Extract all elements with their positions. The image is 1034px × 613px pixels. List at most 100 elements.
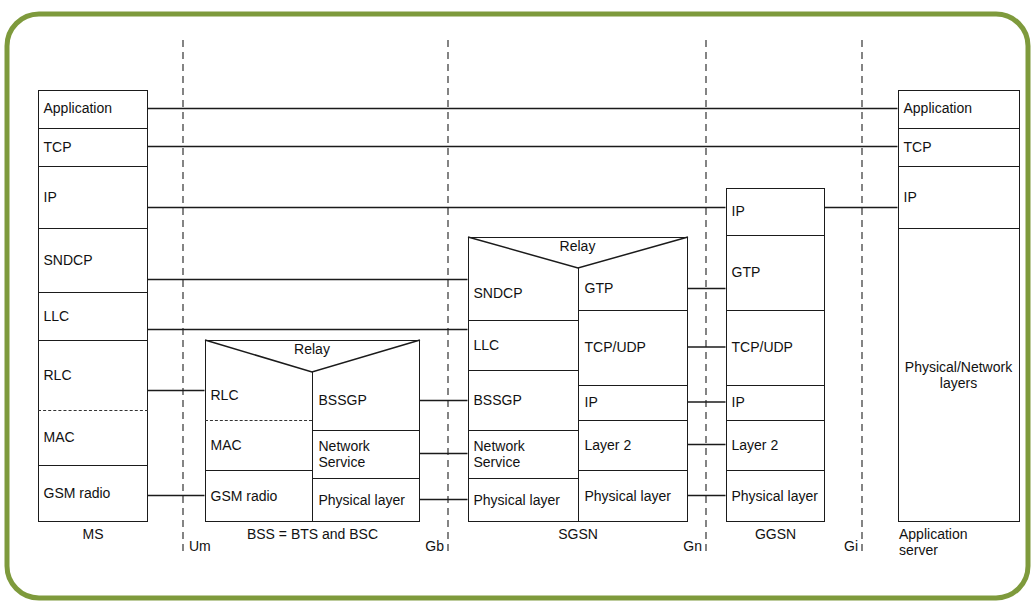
layer-label: MAC: [211, 437, 242, 453]
protocol-layer: Physical layer: [468, 478, 578, 522]
protocol-link: [688, 346, 726, 348]
column-label-box: GGSN: [755, 526, 796, 542]
protocol-layer: GTP: [578, 268, 688, 310]
protocol-layer: Layer 2: [578, 420, 688, 470]
protocol-layer: Physical/Network layers: [898, 228, 1020, 522]
layer-label: SNDCP: [44, 252, 93, 268]
protocol-layer: GSM radio: [205, 470, 312, 522]
interface-label-box: Gn: [683, 538, 702, 554]
protocol-layer: LLC: [468, 320, 578, 370]
layer-label: GSM radio: [211, 488, 278, 504]
protocol-link: [148, 495, 205, 497]
interface-divider: [447, 40, 448, 552]
layer-label: Network Service: [319, 438, 414, 470]
interface-label: Gi: [844, 538, 858, 554]
layer-label: TCP: [904, 139, 932, 155]
layer-label: Application: [44, 100, 113, 116]
interface-label-box: Um: [189, 538, 211, 554]
layer-label: TCP/UDP: [732, 339, 793, 355]
relay-band: Relay: [468, 237, 688, 268]
layer-label: LLC: [44, 308, 70, 324]
interface-label-box: Gi: [844, 538, 858, 554]
layer-label: LLC: [474, 337, 500, 353]
protocol-layer: Network Service: [468, 430, 578, 478]
relay-v-line: [205, 340, 420, 372]
relay-label: Relay: [468, 237, 688, 254]
protocol-layer: Application: [38, 90, 148, 128]
network-element: SGSNRelaySNDCPLLCBSSGPNetwork ServicePhy…: [468, 237, 688, 522]
column-label-box: MS: [83, 526, 104, 542]
protocol-layer: SNDCP: [468, 268, 578, 320]
protocol-layer: Network Service: [312, 430, 420, 478]
layer-label: BSSGP: [474, 392, 522, 408]
protocol-layer: Physical layer: [726, 470, 825, 522]
protocol-layer: TCP: [38, 128, 148, 166]
protocol-layer: IP: [726, 385, 825, 420]
protocol-layer: Physical layer: [312, 478, 420, 522]
protocol-layer: RLC: [38, 340, 148, 410]
protocol-link: [688, 288, 726, 290]
layer-label: TCP: [44, 139, 72, 155]
interface-label: Gb: [425, 538, 444, 554]
protocol-layer: IP: [578, 385, 688, 420]
protocol-layer: GTP: [726, 235, 825, 310]
protocol-link: [825, 207, 898, 209]
column-label: GGSN: [755, 526, 796, 542]
protocol-layer: BSSGP: [468, 370, 578, 430]
protocol-link: [688, 444, 726, 446]
layer-label: GSM radio: [44, 485, 111, 501]
layer-label: SNDCP: [474, 285, 523, 301]
protocol-link: [148, 279, 468, 281]
layer-label: IP: [44, 189, 57, 205]
protocol-layer: LLC: [38, 292, 148, 340]
protocol-layer: TCP/UDP: [726, 310, 825, 385]
protocol-layer: RLC: [205, 372, 312, 420]
protocol-link: [420, 453, 468, 455]
layer-label: Application: [904, 100, 973, 116]
protocol-layer: MAC: [38, 410, 148, 465]
protocol-layer: IP: [898, 166, 1020, 228]
relay-v-line: [468, 237, 688, 268]
protocol-layer: GSM radio: [38, 465, 148, 522]
column-label-box: SGSN: [558, 526, 598, 542]
protocol-layer: IP: [38, 166, 148, 228]
interface-divider: [705, 40, 706, 552]
protocol-link: [688, 401, 726, 403]
interface-label: Gn: [683, 538, 702, 554]
frame-border: [7, 14, 1028, 598]
layer-label: IP: [904, 189, 917, 205]
protocol-link: [148, 390, 205, 392]
protocol-link: [148, 146, 898, 148]
interface-label-box: Gb: [425, 538, 444, 554]
protocol-link: [420, 400, 468, 402]
layer-label: IP: [585, 394, 598, 410]
network-element: Application serverApplicationTCPIPPhysic…: [898, 90, 1020, 522]
layer-label: IP: [732, 203, 745, 219]
network-element: GGSNIPGTPTCP/UDPIPLayer 2Physical layer: [726, 188, 825, 522]
layer-label: RLC: [44, 367, 72, 383]
layer-label: BSSGP: [319, 392, 367, 408]
protocol-layer: TCP: [898, 128, 1020, 166]
protocol-layer: Application: [898, 90, 1020, 128]
layer-label: IP: [732, 394, 745, 410]
column-label-box: BSS = BTS and BSC: [247, 526, 378, 542]
layer-label: GTP: [585, 280, 614, 296]
layer-label: Layer 2: [585, 437, 632, 453]
column-label: BSS = BTS and BSC: [247, 526, 378, 542]
relay-label: Relay: [205, 340, 420, 357]
protocol-layer: Physical layer: [578, 470, 688, 522]
interface-label: Um: [189, 538, 211, 554]
protocol-layer: BSSGP: [312, 372, 420, 430]
layer-label: GTP: [732, 264, 761, 280]
protocol-link: [420, 499, 468, 501]
protocol-layer: IP: [726, 188, 825, 235]
protocol-layer: TCP/UDP: [578, 310, 688, 385]
network-element: MSApplicationTCPIPSNDCPLLCRLCMACGSM radi…: [38, 90, 148, 522]
interface-divider: [861, 40, 862, 552]
protocol-link: [148, 207, 726, 209]
layer-label: Physical/Network layers: [904, 359, 1014, 391]
layer-label: Physical layer: [319, 492, 405, 508]
network-element: BSS = BTS and BSCRelayRLCMACGSM radioBSS…: [205, 340, 420, 522]
protocol-layer: Layer 2: [726, 420, 825, 470]
layer-label: Physical layer: [474, 492, 560, 508]
